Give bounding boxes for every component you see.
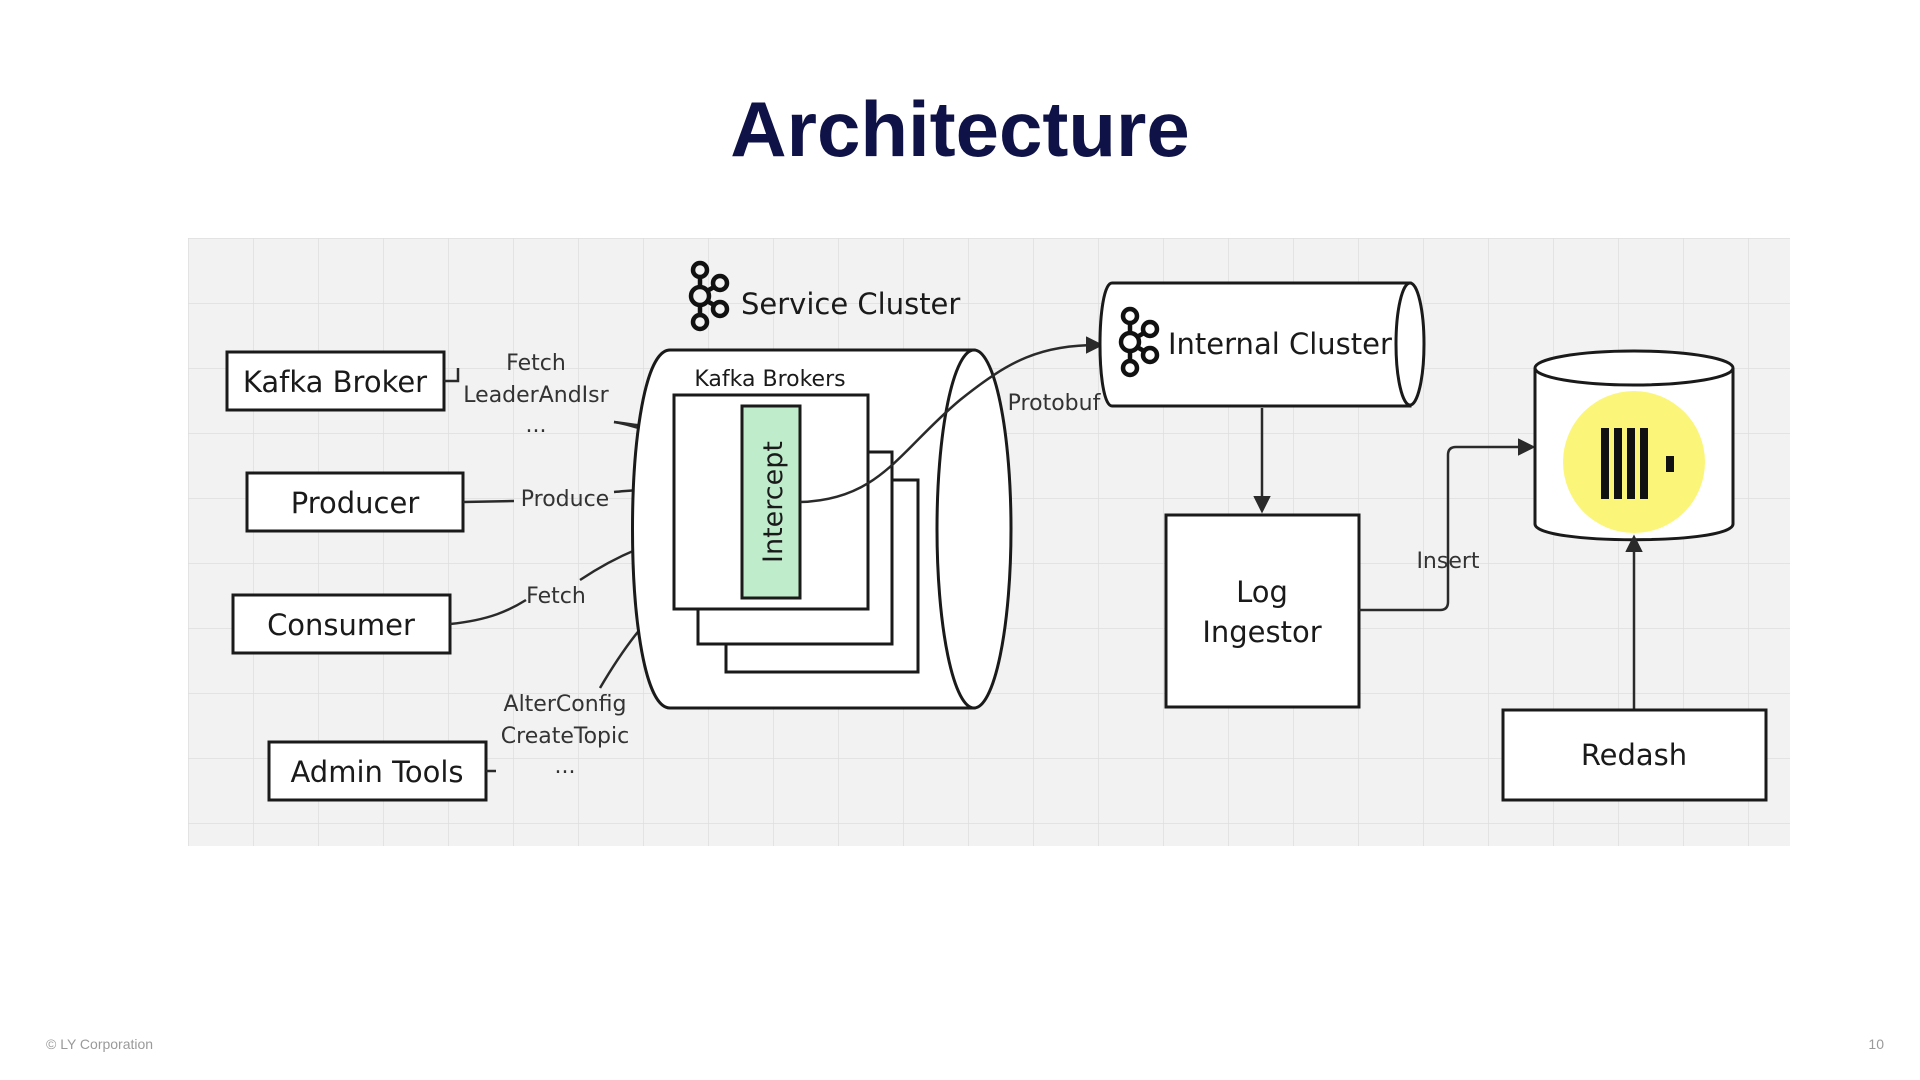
broker-request-label-3: ... [526,413,547,438]
consumer-label: Consumer [267,608,415,642]
admin-request-label-3: ... [555,754,576,779]
log-ingestor-label-1: Log [1236,575,1288,609]
admin-request-label-1: AlterConfig [504,692,627,717]
admin-request-label-2: CreateTopic [501,724,629,749]
protobuf-edge [799,336,1104,504]
produce-request-label: Produce [521,487,609,512]
kafka-broker-client: Kafka Broker [225,350,446,412]
redash-label: Redash [1581,738,1687,772]
fetch-request-label: Fetch [526,584,586,609]
service-cluster-title: Service Cluster [741,287,960,321]
log-ingestor-box: Log Ingestor [1164,513,1361,709]
admin-tools-label: Admin Tools [290,755,463,789]
consumer-client: Consumer [231,593,452,655]
redash-box: Redash [1501,708,1768,802]
internal-cluster-label: Internal Cluster [1168,327,1392,361]
kafka-broker-label: Kafka Broker [243,365,427,399]
insert-edge [1359,438,1536,612]
log-ingestor-label-2: Ingestor [1202,615,1321,649]
insert-label: Insert [1416,549,1479,574]
broker-request-label-2: LeaderAndIsr [463,383,609,408]
producer-label: Producer [291,486,420,520]
producer-client: Producer [245,471,465,533]
intercept-label: Intercept [758,441,789,563]
footer-copyright: © LY Corporation [46,1036,154,1052]
clickhouse-icon [1563,391,1705,533]
intercept-box: Intercept [740,404,802,600]
kafka-brokers-label: Kafka Brokers [694,367,845,392]
broker-request-label-1: Fetch [506,351,566,376]
page-title: Architecture [730,85,1190,173]
protobuf-label: Protobuf [1008,391,1102,416]
internal-cluster-cylinder [1098,281,1426,408]
admin-tools-client: Admin Tools [267,740,488,802]
page-number: 10 [1868,1036,1884,1052]
